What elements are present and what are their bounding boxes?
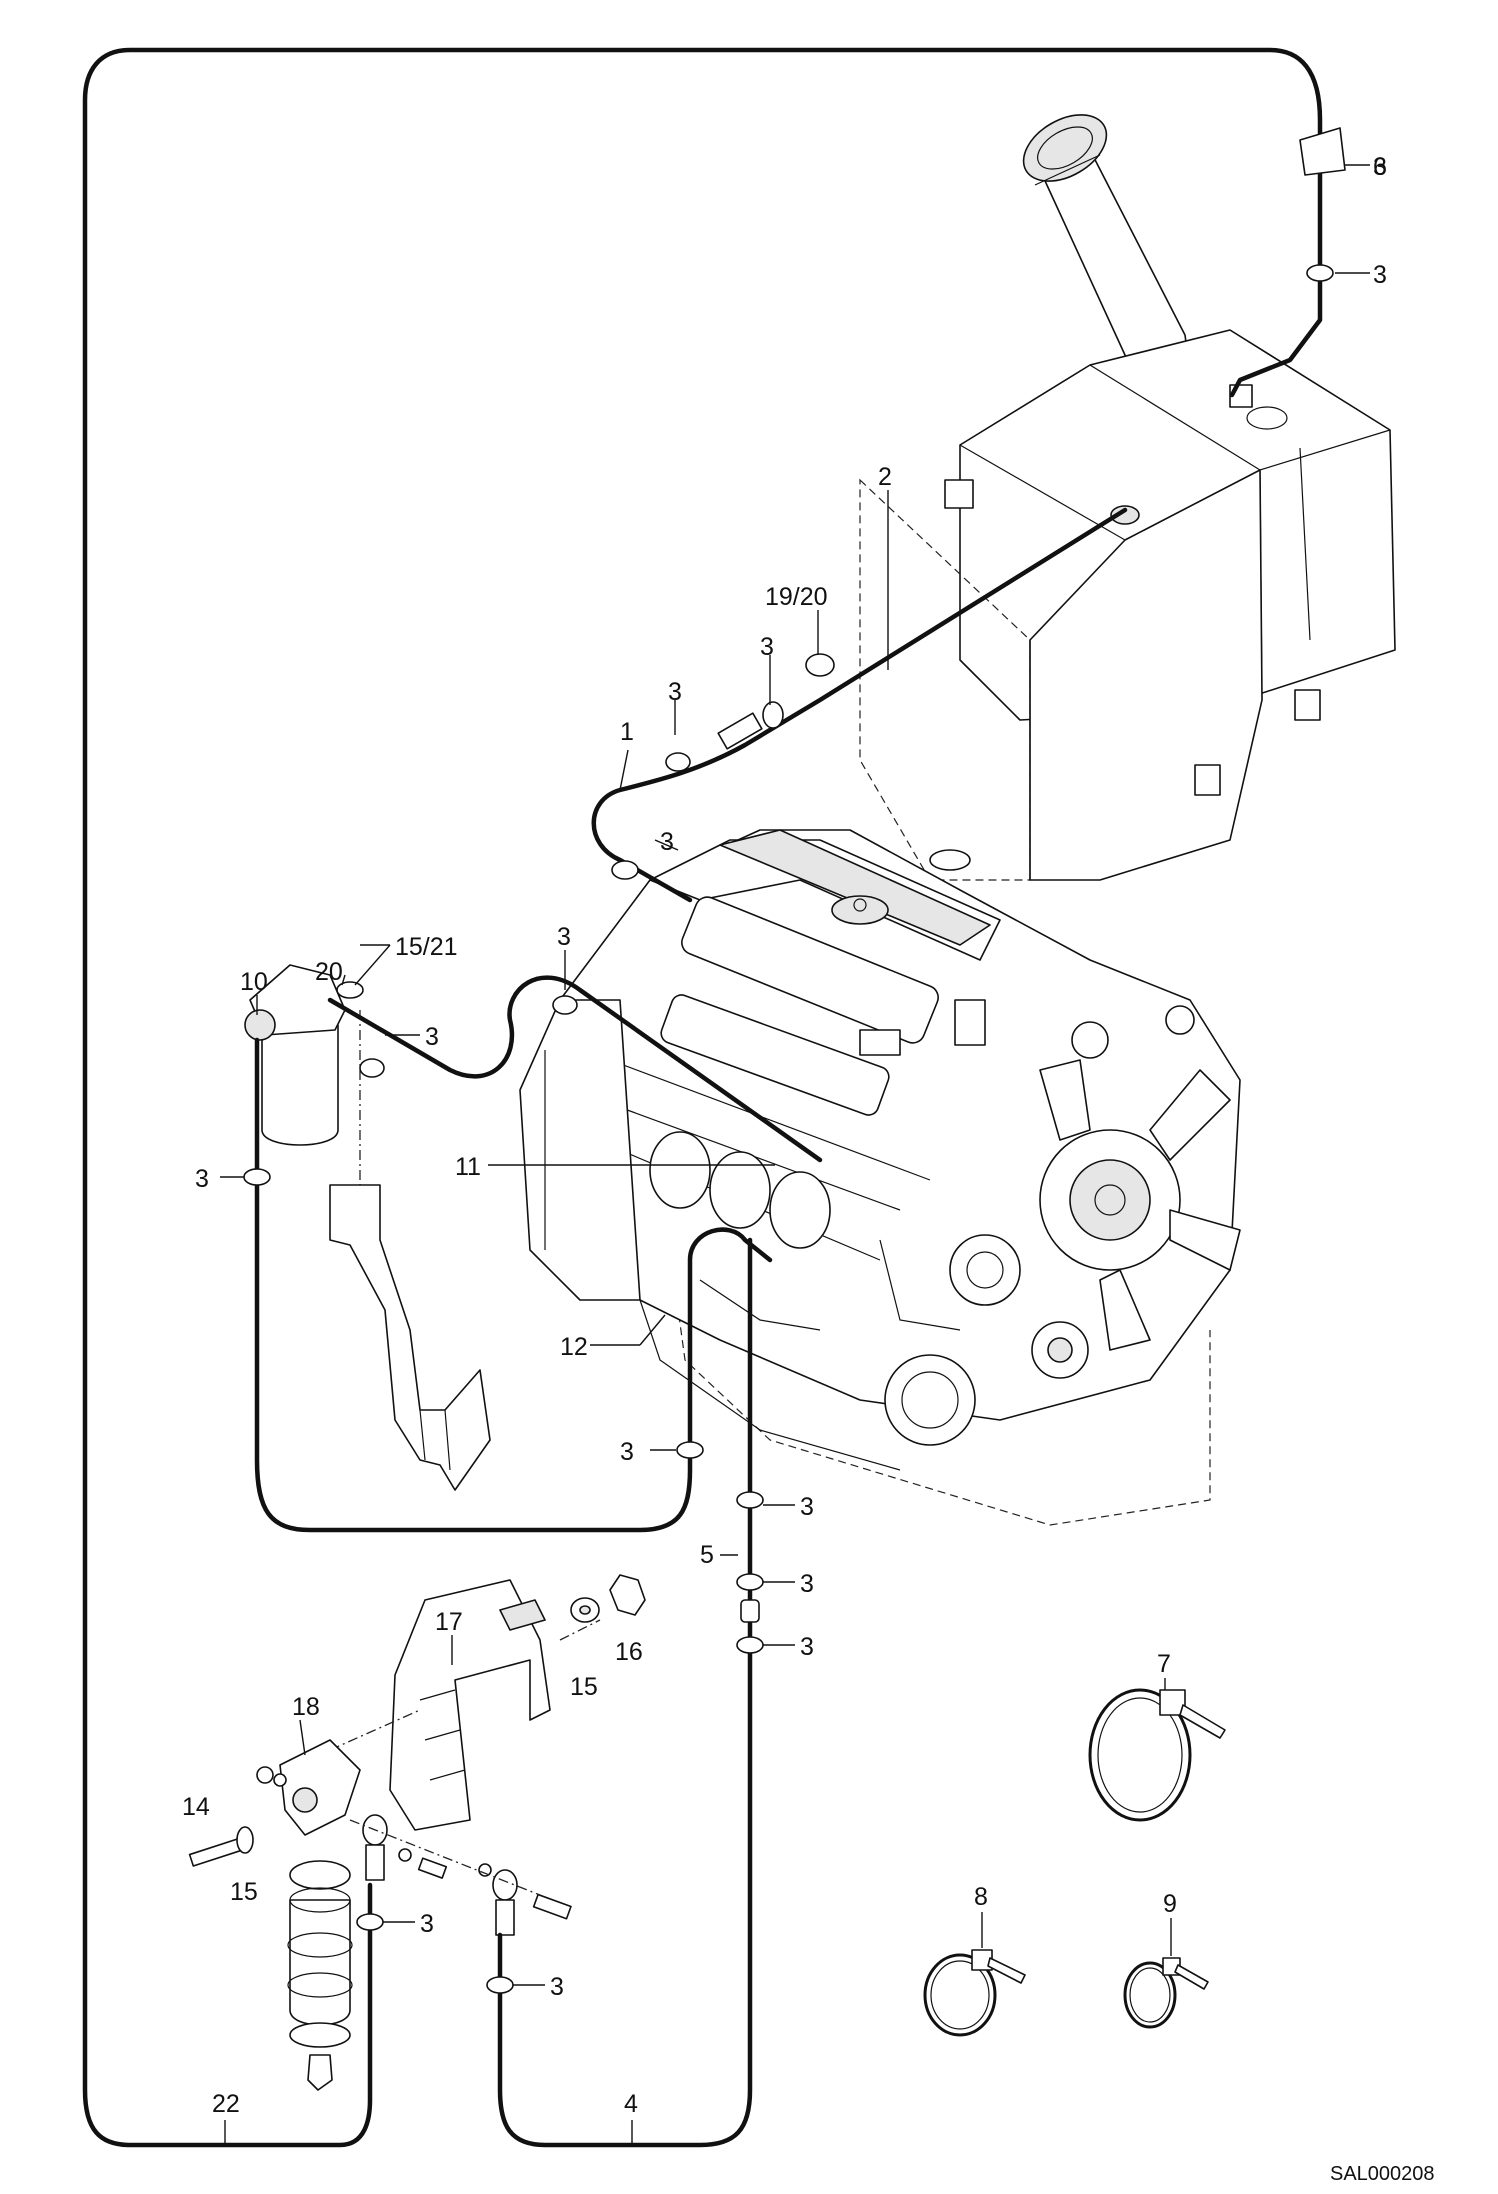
callout-3: 3: [1373, 153, 1387, 181]
callout-12: 12: [560, 1333, 588, 1361]
callout-2: 2: [878, 463, 892, 491]
callout-15-21: 15/21: [395, 933, 458, 961]
callout-16: 16: [615, 1638, 643, 1666]
callout-15: 15: [570, 1673, 598, 1701]
callout-1: 1: [620, 718, 634, 746]
callout-6: 6: [1373, 153, 1387, 181]
callout-9: 9: [1163, 1890, 1177, 1918]
figure-code: SAL000208: [1330, 2163, 1435, 2185]
callout-3: 3: [1373, 261, 1387, 289]
callout-19-20: 19/20: [765, 583, 828, 611]
callout-labels: 1 2 3 3 3 3 3 3 3 3 3 3 3 3 3 3 4 5 6 7 …: [182, 153, 1387, 2118]
callout-22: 22: [212, 2090, 240, 2118]
fuel-tank: [859, 114, 1396, 881]
callout-7: 7: [1157, 1650, 1171, 1678]
callout-11: 11: [455, 1153, 481, 1181]
callout-4: 4: [624, 2090, 638, 2118]
callout-3: 3: [760, 633, 774, 661]
callout-18: 18: [292, 1693, 320, 1721]
callout-3: 3: [620, 1438, 634, 1466]
callout-20: 20: [315, 958, 343, 986]
hose-clamp-7: [1088, 1688, 1226, 1822]
callout-3: 3: [195, 1165, 209, 1193]
fuel-filter-assembly: [244, 964, 491, 1491]
callout-14: 14: [182, 1793, 210, 1821]
callout-15: 15: [230, 1878, 258, 1906]
engine: [519, 829, 1241, 1526]
callout-3: 3: [668, 678, 682, 706]
callout-3: 3: [557, 923, 571, 951]
leader-lines: [220, 164, 1370, 2145]
hose-clamp-9: [1123, 1957, 1209, 2029]
callout-3: 3: [660, 828, 674, 856]
callout-3: 3: [800, 1633, 814, 1661]
hose-clamp-8: [923, 1949, 1026, 2037]
callout-17: 17: [435, 1608, 463, 1636]
callout-3: 3: [800, 1493, 814, 1521]
callout-3: 3: [425, 1023, 439, 1051]
callout-8: 8: [974, 1883, 988, 1911]
callout-3: 3: [420, 1910, 434, 1938]
callout-5: 5: [700, 1541, 714, 1569]
water-separator-assembly: [188, 1574, 646, 2091]
fuel-lines: [82, 47, 1346, 2148]
callout-10: 10: [240, 968, 268, 996]
callout-3: 3: [800, 1570, 814, 1598]
callout-3: 3: [550, 1973, 564, 2001]
